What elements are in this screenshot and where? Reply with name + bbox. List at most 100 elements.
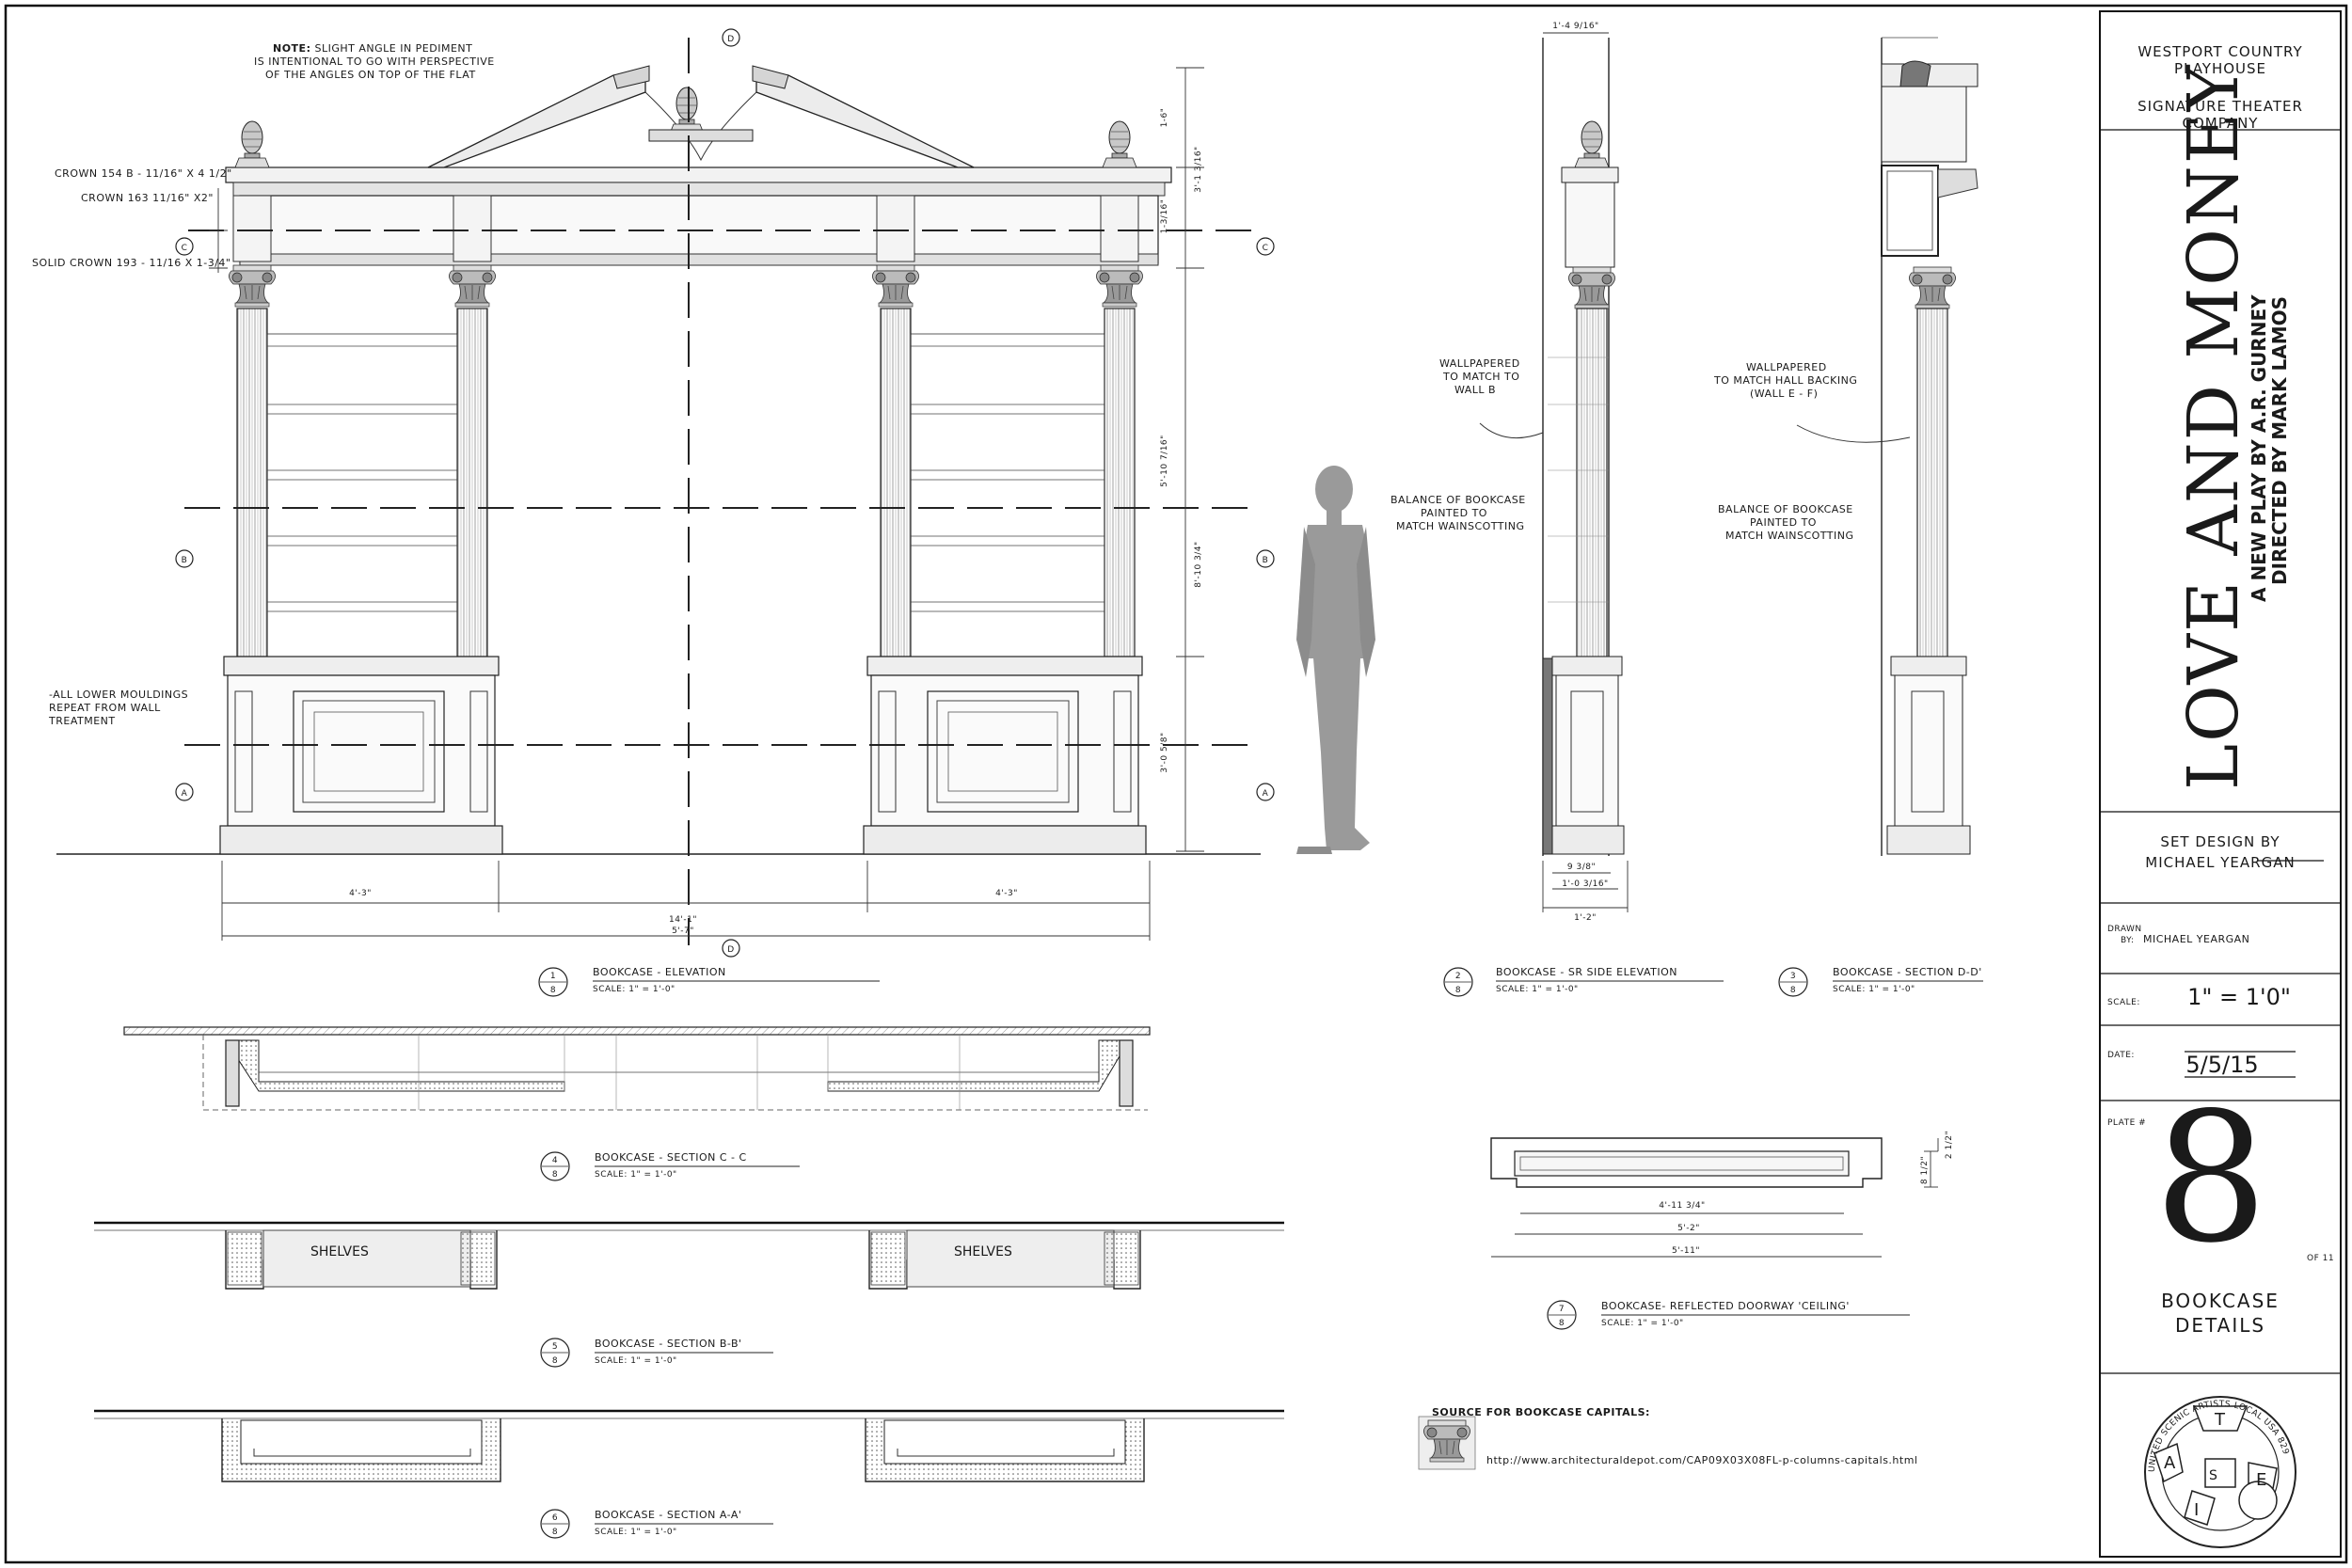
svg-text:9 3/8": 9 3/8" [1567, 863, 1596, 872]
note-label: NOTE: [273, 42, 310, 55]
svg-text:4: 4 [552, 1156, 558, 1165]
svg-text:BOOKCASE - SR SIDE ELEVATION: BOOKCASE - SR SIDE ELEVATION [1496, 966, 1677, 978]
svg-text:E: E [2256, 1470, 2266, 1490]
detail-title-7: 7 8 BOOKCASE- REFLECTED DOORWAY 'CEILING… [1547, 1300, 1910, 1330]
balance-note-1: BALANCE OF BOOKCASE [1391, 494, 1526, 506]
detail-title-3: 3 8 BOOKCASE - SECTION D-D' SCALE: 1" = … [1778, 966, 1983, 997]
svg-text:SCALE: 1" = 1'-0": SCALE: 1" = 1'-0" [1496, 985, 1579, 994]
wall-b-note-2: TO MATCH TO [1442, 371, 1519, 383]
set-design-label: SET DESIGN BY [2160, 833, 2280, 850]
crown-note-3: SOLID CROWN 193 - 11/16 X 1-3/4" [32, 257, 230, 269]
section-c-c [123, 1026, 1151, 1111]
svg-text:SCALE: 1" = 1'-0": SCALE: 1" = 1'-0" [1601, 1319, 1684, 1328]
svg-text:BOOKCASE - SECTION B-B': BOOKCASE - SECTION B-B' [595, 1338, 742, 1350]
lower-note-2: REPEAT FROM WALL [49, 702, 161, 714]
svg-text:1-3/16": 1-3/16" [1160, 199, 1169, 234]
svg-text:C: C [1263, 244, 1269, 253]
svg-text:BOOKCASE - SECTION D-D': BOOKCASE - SECTION D-D' [1833, 966, 1982, 978]
theater-name-2: PLAYHOUSE [2174, 60, 2266, 77]
svg-text:8: 8 [1559, 1319, 1565, 1328]
svg-text:8: 8 [1455, 986, 1461, 995]
date-label: DATE: [2107, 1051, 2135, 1060]
drawn-by: MICHAEL YEARGAN [2143, 933, 2249, 945]
scale-value: 1" = 1'0" [2187, 984, 2291, 1010]
svg-text:5'-10 7/16": 5'-10 7/16" [1160, 435, 1169, 487]
svg-text:7: 7 [1559, 1305, 1565, 1314]
wall-f-note-1: WALLPAPERED [1746, 361, 1827, 373]
source-url: http://www.architecturaldepot.com/CAP09X… [1486, 1454, 1917, 1466]
crown-note-2: CROWN 163 11/16" X2" [81, 192, 214, 204]
svg-text:3'-0 5/8": 3'-0 5/8" [1160, 732, 1169, 772]
plate-number: 8 [2154, 1074, 2268, 1282]
svg-text:4'-3": 4'-3" [995, 889, 1018, 898]
svg-text:5'-2": 5'-2" [1677, 1224, 1700, 1233]
svg-text:8: 8 [1790, 986, 1796, 995]
detail-title-6: 6 8 BOOKCASE - SECTION A-A' SCALE: 1" = … [540, 1509, 773, 1539]
svg-text:C: C [182, 244, 188, 253]
sheet-title-2: DETAILS [2175, 1314, 2265, 1337]
union-seal-ring: UNITED SCENIC ARTISTS LOCAL USA 829 [2148, 1400, 2290, 1472]
balance-note-2: PAINTED TO [1421, 507, 1487, 519]
svg-text:NOTE:SLIGHT ANGLE IN PEDIMENT: NOTE: SLIGHT ANGLE IN PEDIMENT [273, 42, 472, 55]
source-title: SOURCE FOR BOOKCASE CAPITALS: [1432, 1406, 1650, 1418]
svg-text:1'-4 9/16": 1'-4 9/16" [1552, 22, 1598, 31]
note-line-2: IS INTENTIONAL TO GO WITH PERSPECTIVE [254, 55, 495, 68]
shelves-label-left: SHELVES [310, 1244, 369, 1259]
svg-text:T: T [2214, 1410, 2226, 1430]
svg-text:A: A [1263, 789, 1269, 799]
svg-text:3: 3 [1790, 972, 1796, 981]
human-scale-figure [1296, 466, 1375, 854]
wall-f-note-2: TO MATCH HALL BACKING [1713, 374, 1857, 387]
svg-text:8'-10 3/4": 8'-10 3/4" [1194, 541, 1203, 587]
svg-text:1-6": 1-6" [1160, 108, 1169, 128]
date-value: 5/5/15 [2185, 1052, 2258, 1078]
detail-title-1: 1 8 BOOKCASE - ELEVATION SCALE: 1" = 1'-… [538, 966, 880, 997]
detail-title-4: 4 8 BOOKCASE - SECTION C - C SCALE: 1" =… [540, 1151, 800, 1181]
svg-text:S: S [2209, 1468, 2217, 1483]
note-line-1: SLIGHT ANGLE IN PEDIMENT [314, 42, 472, 55]
section-marker-b-left: B [175, 549, 194, 568]
svg-text:1'-2": 1'-2" [1574, 913, 1597, 923]
section-b-b [94, 1221, 1284, 1290]
section-a-a [94, 1409, 1284, 1482]
section-marker-d-bottom: D [722, 939, 740, 958]
sheet-title-1: BOOKCASE [2161, 1290, 2280, 1312]
svg-text:8: 8 [550, 986, 556, 995]
svg-text:5: 5 [552, 1342, 558, 1352]
reflected-doorway-ceiling [1490, 1137, 1939, 1258]
svg-text:BOOKCASE - SECTION A-A': BOOKCASE - SECTION A-A' [595, 1509, 741, 1521]
titleblock-frame [2099, 10, 2342, 1558]
section-marker-d-top: D [722, 28, 740, 47]
scale-label: SCALE: [2107, 998, 2140, 1007]
svg-text:14'-1": 14'-1" [669, 915, 697, 925]
detail-title-5: 5 8 BOOKCASE - SECTION B-B' SCALE: 1" = … [540, 1338, 773, 1368]
svg-text:I: I [2194, 1500, 2199, 1520]
svg-text:1'-0 3/16": 1'-0 3/16" [1562, 879, 1608, 889]
plate-label: PLATE # [2107, 1118, 2146, 1128]
svg-text:BOOKCASE - ELEVATION: BOOKCASE - ELEVATION [593, 966, 726, 978]
byline-author: A NEW PLAY BY A.R. GURNEY [2248, 294, 2270, 602]
drawn-label: DRAWN [2107, 925, 2142, 934]
balance-note-4: BALANCE OF BOOKCASE [1718, 503, 1853, 515]
svg-text:B: B [1263, 556, 1269, 565]
section-marker-c-left: C [175, 237, 194, 256]
svg-text:A: A [2164, 1453, 2176, 1473]
crown-note-1: CROWN 154 B - 11/16" X 4 1/2" [55, 167, 232, 180]
section-marker-a-right: A [1256, 783, 1275, 801]
svg-text:BOOKCASE - SECTION C - C: BOOKCASE - SECTION C - C [595, 1151, 747, 1164]
bookcase-elevation [56, 38, 1375, 945]
section-d-d [1796, 37, 1979, 856]
set-designer: MICHAEL YEARGAN [2145, 854, 2295, 871]
svg-text:B: B [182, 556, 188, 565]
svg-text:8: 8 [552, 1170, 558, 1180]
svg-text:SCALE: 1" = 1'-0": SCALE: 1" = 1'-0" [1833, 985, 1915, 994]
lower-note-1: -ALL LOWER MOULDINGS [49, 689, 188, 701]
svg-text:D: D [727, 35, 734, 44]
svg-text:SCALE: 1" = 1'-0": SCALE: 1" = 1'-0" [595, 1528, 677, 1537]
wall-f-note-3: (WALL E - F) [1750, 388, 1818, 400]
svg-text:8: 8 [552, 1528, 558, 1537]
play-title: LOVE AND MONEY [2173, 63, 2254, 790]
svg-text:6: 6 [552, 1513, 558, 1523]
svg-text:3'-1 3/16": 3'-1 3/16" [1194, 146, 1203, 192]
